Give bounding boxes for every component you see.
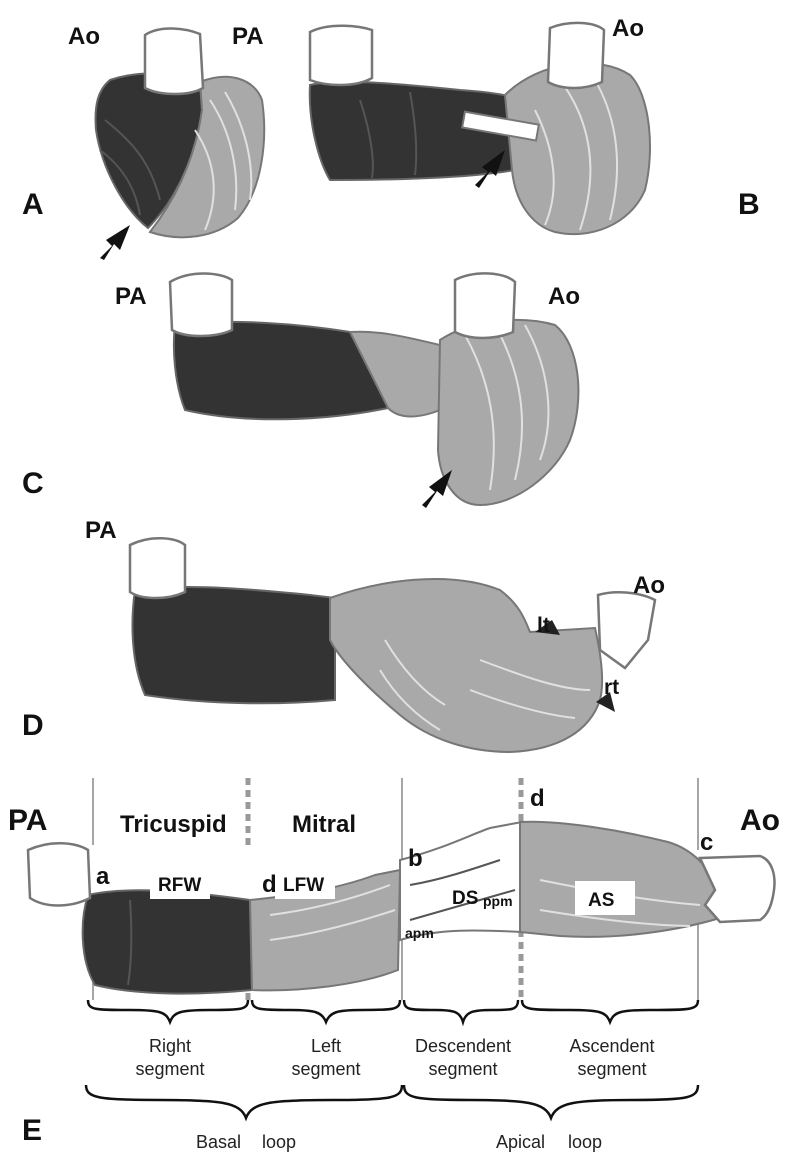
point-d1-label: d (262, 871, 277, 898)
panel-d-rt-label: rt (604, 676, 619, 699)
panel-a-vessel (143, 27, 205, 96)
panel-c-ao-vessel (453, 272, 517, 340)
brace-basal-loop (84, 1084, 404, 1122)
as-label: AS (588, 890, 614, 911)
right-segment-line2: segment (135, 1059, 204, 1079)
apical-loop-suffix: loop (568, 1132, 602, 1152)
rfw-box (150, 867, 210, 899)
lfw-box (275, 867, 335, 899)
panel-e-right-free-wall (81, 889, 254, 995)
panel-d-pa-vessel (128, 537, 187, 600)
brace-right-segment (86, 999, 250, 1026)
panel-b-letter: B (738, 188, 760, 221)
panel-a-arrow (100, 225, 130, 260)
panel-d-ao-label: Ao (633, 572, 665, 599)
panel-a-ao-label: Ao (68, 23, 100, 50)
panel-a-pa-label: PA (232, 23, 264, 50)
rfw-label: RFW (158, 875, 201, 896)
panel-c-light-coil (436, 319, 580, 507)
ascendent-segment-line1: Ascendent (569, 1036, 654, 1056)
lfw-label: LFW (283, 875, 324, 896)
panel-d-lt-label: lt (537, 614, 550, 637)
panel-c-pa-label: PA (115, 283, 147, 310)
ascendent-segment-line2: segment (577, 1059, 646, 1079)
panel-b-pa-vessel (308, 24, 374, 87)
point-a-label: a (96, 863, 110, 890)
panel-c-pa-vessel (168, 272, 234, 338)
panel-c-letter: C (22, 467, 44, 500)
panel-c: PA Ao C (22, 272, 580, 508)
panel-d-dark-band (131, 586, 336, 705)
panel-c-ao-label: Ao (548, 283, 580, 310)
panel-e-pa-vessel (26, 842, 92, 907)
left-segment-line2: segment (291, 1059, 360, 1079)
as-box (575, 881, 635, 915)
panel-d-light-band (329, 578, 604, 754)
descendent-segment-line2: segment (428, 1059, 497, 1079)
panel-d-pa-label: PA (85, 517, 117, 544)
panel-e-letter: E (22, 1114, 42, 1147)
panel-e-descendent-segment (399, 820, 523, 942)
tricuspid-label: Tricuspid (120, 811, 227, 838)
panel-e-ascendent-segment (519, 820, 722, 938)
apical-loop-word: Apical (496, 1132, 545, 1152)
panel-e-pa-label: PA (8, 804, 47, 837)
panel-c-arrow (422, 470, 452, 508)
point-b-label: b (408, 845, 423, 872)
panel-e-ao-vessel (698, 854, 776, 924)
point-d2-label: d (530, 785, 545, 812)
basal-loop-suffix: loop (262, 1132, 296, 1152)
panel-a-letter: A (22, 188, 44, 221)
panel-b: Ao B (308, 15, 760, 236)
panel-b-ao-vessel (546, 21, 606, 90)
left-segment-line1: Left (311, 1036, 341, 1056)
panel-e-ao-label: Ao (740, 804, 780, 837)
ppm-label: ppm (483, 893, 513, 909)
panel-b-ao-label: Ao (612, 15, 644, 42)
basal-loop-word: Basal (196, 1132, 241, 1152)
right-segment-line1: Right (149, 1036, 191, 1056)
panel-c-dark-band (172, 320, 390, 421)
panel-b-arrow (475, 150, 505, 188)
panel-d-letter: D (22, 709, 44, 742)
apm-label: apm (405, 925, 434, 941)
brace-ascendent-segment (520, 999, 700, 1026)
mitral-label: Mitral (292, 811, 356, 838)
panel-d-ao-vessel (596, 591, 657, 670)
descendent-segment-line1: Descendent (415, 1036, 511, 1056)
brace-apical-loop (402, 1084, 700, 1122)
ds-label: DS (452, 888, 478, 909)
panel-a: Ao PA A (22, 23, 266, 260)
panel-e: PA Ao Tricuspid Mitral a d b d c RFW LFW… (8, 778, 780, 1152)
brace-descendent-segment (402, 999, 520, 1027)
brace-left-segment (250, 999, 402, 1026)
point-c-label: c (700, 829, 713, 856)
panel-d: PA Ao lt rt D (22, 517, 665, 754)
